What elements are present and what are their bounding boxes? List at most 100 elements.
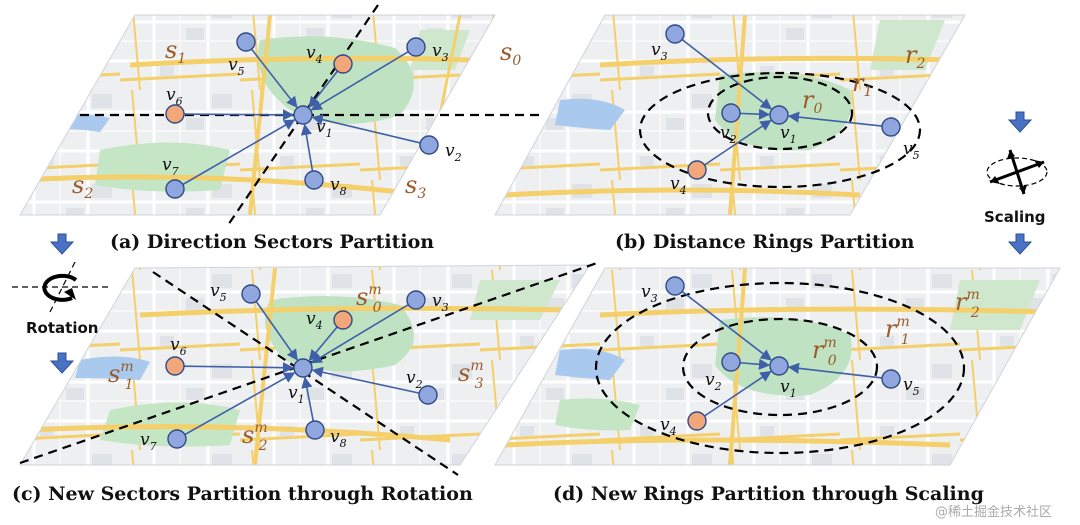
- node-v3: [665, 276, 685, 296]
- edge-v3-to-v1: [681, 290, 772, 361]
- node-label-v6: v6: [166, 85, 183, 108]
- node-v3: [406, 290, 426, 310]
- ring-outer: [594, 281, 966, 455]
- edge-v6-to-v1: [183, 109, 295, 121]
- down-arrow-icon: [49, 233, 75, 255]
- node-label-v2: v2: [406, 368, 423, 391]
- down-arrow-icon: [1007, 111, 1033, 133]
- node-label-v7: v7: [140, 430, 157, 453]
- park-area: [265, 296, 414, 372]
- region-labels: r0 r1 r2: [802, 41, 925, 117]
- node-v5: [241, 284, 261, 304]
- edge-v6-to-v1: [183, 362, 295, 374]
- node-label-v2: v2: [705, 370, 722, 393]
- ring-inner: [681, 317, 879, 417]
- node-label-v1: v1: [780, 377, 797, 400]
- edge-v4-to-v1: [308, 326, 338, 362]
- node-label-v8: v8: [330, 175, 347, 198]
- edge-v7-to-v1: [182, 119, 296, 186]
- edge-v5-to-v1: [250, 48, 298, 109]
- water-area: [555, 98, 625, 130]
- distance-rings: [638, 71, 922, 189]
- water-area: [20, 113, 110, 132]
- node-v2: [419, 135, 439, 155]
- panel-caption: (b) Distance Rings Partition: [615, 231, 915, 253]
- park-area: [950, 280, 1040, 330]
- panel-caption: (d) New Rings Partition through Scaling: [553, 483, 984, 505]
- node-label-v4: v4: [670, 174, 687, 197]
- node-v1: [293, 358, 313, 378]
- water-area: [555, 348, 625, 380]
- edge-v8-to-v1: [301, 376, 315, 422]
- rotation-label: Rotation: [26, 319, 98, 337]
- region-label-r2: r2: [905, 41, 925, 72]
- edge-v2-to-v1: [739, 108, 771, 120]
- region-label-s1: s1: [165, 36, 186, 67]
- water-area: [75, 356, 150, 380]
- node-label-v1: v1: [780, 123, 797, 146]
- edge-v7-to-v1: [184, 372, 296, 436]
- rotation-operation: Rotation: [12, 233, 110, 374]
- down-arrow-icon: [1007, 233, 1033, 255]
- scaling-operation: Scaling: [984, 111, 1048, 255]
- rotation-icon: [12, 261, 110, 313]
- node-label-v1: v1: [288, 383, 305, 406]
- node-label-v4: v4: [306, 43, 323, 66]
- node-v4: [333, 310, 353, 330]
- park-area: [715, 317, 852, 396]
- node-v2: [721, 352, 741, 372]
- node-v3: [406, 37, 426, 57]
- node-label-v2: v2: [720, 123, 737, 146]
- panel-caption: (c) New Sectors Partition through Rotati…: [12, 483, 473, 505]
- edge-v4-to-v1: [308, 70, 339, 109]
- node-v4: [687, 160, 707, 180]
- edges: [681, 38, 883, 166]
- scaling-label: Scaling: [984, 208, 1046, 226]
- node-label-v5: v5: [903, 139, 920, 162]
- edge-v5-to-v1: [255, 300, 298, 361]
- node-label-v5: v5: [210, 281, 227, 304]
- node-label-v2: v2: [445, 141, 462, 164]
- node-label-v7: v7: [162, 155, 179, 178]
- node-v6: [165, 104, 185, 124]
- edge-v3-to-v1: [310, 303, 409, 364]
- node-label-v3: v3: [641, 282, 658, 305]
- node-v1: [769, 356, 789, 376]
- node-v8: [305, 420, 325, 440]
- node-v5: [881, 369, 901, 389]
- node-label-v1: v1: [316, 117, 333, 140]
- edge-v3-to-v1: [310, 50, 409, 111]
- edge-v5-to-v1: [787, 362, 883, 379]
- edge-v4-to-v1: [704, 370, 772, 417]
- node-v5: [236, 32, 256, 52]
- node-v5: [881, 117, 901, 137]
- node-v1: [293, 105, 313, 125]
- region-label-s2: s2: [72, 171, 93, 202]
- node-v8: [304, 170, 324, 190]
- node-label-v5: v5: [228, 55, 245, 78]
- node-label-v3: v3: [651, 40, 668, 63]
- edge-v4-to-v1: [704, 119, 772, 166]
- region-label-r1: r1: [852, 69, 872, 100]
- edge-v2-to-v1: [311, 366, 420, 394]
- down-arrow-icon: [49, 352, 75, 374]
- region-label-s0: s0: [500, 38, 521, 69]
- node-v1: [769, 105, 789, 125]
- region-label-r0: r0: [802, 86, 822, 117]
- panel-b: v1 v2 v3 v4 v5 r0 r1 r2 (b) Distance Rings Par…: [494, 14, 966, 253]
- node-label-v6: v6: [170, 335, 187, 358]
- node-label-v3: v3: [432, 291, 449, 314]
- park-area: [555, 398, 640, 431]
